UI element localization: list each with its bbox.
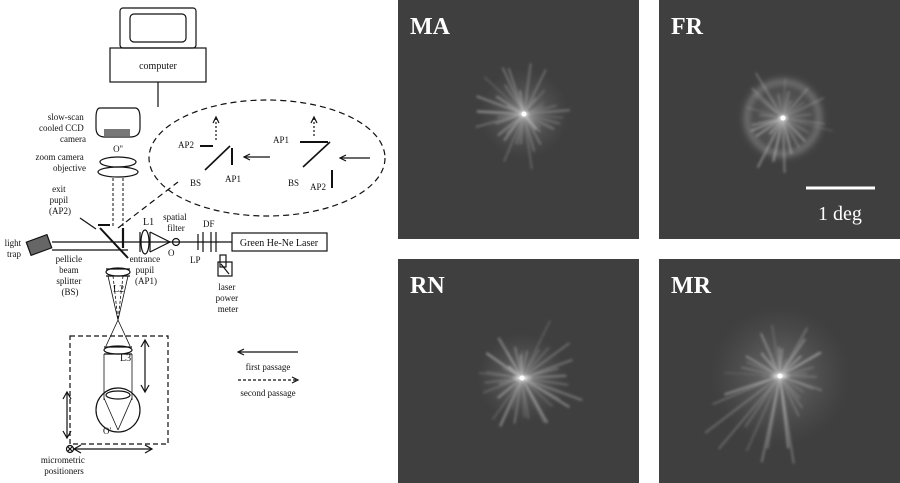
camera-label-3: camera: [60, 134, 86, 144]
scale-bar-label: 1 deg: [818, 203, 862, 225]
entrance-pupil-label-2: pupil: [136, 265, 155, 275]
psf-panel-rn: RN: [398, 259, 639, 483]
power-meter-icon: [217, 261, 233, 277]
filter-point-label: O: [168, 248, 175, 258]
camera-label-2: cooled CCD: [39, 123, 84, 133]
spatial-filter-label-1: spatial: [163, 212, 187, 222]
panel-label: RN: [410, 273, 445, 299]
inset-ellipse: [148, 99, 386, 217]
entrance-pupil-label-1: entrance: [130, 254, 160, 264]
power-meter-label-2: power: [216, 293, 239, 303]
positioner-knob-icon: [65, 444, 75, 454]
spatial-filter-label-2: filter: [167, 223, 185, 233]
exit-pupil-label-2: pupil: [50, 195, 69, 205]
laser-box: [231, 232, 328, 252]
eye-stage-frame: [69, 335, 169, 445]
entrance-pupil-label-3: (AP1): [135, 276, 157, 286]
inset-left-ap1: AP1: [225, 174, 241, 184]
l1-label: L1: [143, 217, 154, 228]
pellicle-label-1: pellicle: [56, 254, 83, 264]
psf-panel-fr: FR: [659, 0, 900, 239]
laser-label: Green He-Ne Laser: [240, 238, 319, 249]
lens-l2-icon: [105, 267, 131, 277]
psf-panel-mr: MR: [659, 259, 900, 483]
zoom-label-2: objective: [53, 163, 86, 173]
svg-text:pellicle beam spli: pellicle beam splitter (BS): [56, 254, 85, 297]
l3-label: L3: [120, 353, 131, 364]
inset-right-config: [300, 115, 370, 188]
inset-left-config: [200, 115, 270, 171]
lp-label: LP: [190, 255, 201, 265]
pellicle-beam-splitter: [99, 227, 129, 259]
exit-pupil-label-3: (AP2): [49, 206, 71, 216]
power-meter-label-1: laser: [218, 282, 235, 292]
legend-second-label: second passage: [240, 388, 295, 398]
zoom-objective-icon: [97, 156, 139, 178]
inset-left-ap2: AP2: [178, 140, 194, 150]
micrometric-label-2: positioners: [44, 466, 84, 476]
df-label: DF: [203, 219, 215, 229]
light-trap-label-2: trap: [7, 249, 21, 259]
svg-text:exit pupil (AP2): exit pupil (AP2): [49, 184, 71, 216]
inset-left-bs: BS: [190, 178, 201, 188]
svg-text:entrance pupil (AP: entrance pupil (AP1): [130, 254, 163, 286]
camera-point-label: O'': [113, 144, 123, 154]
svg-text:light trap: light trap: [5, 238, 24, 259]
panel-label: MR: [671, 273, 712, 299]
svg-text:zoom camera objective: zoom camera objective: [36, 152, 86, 173]
psf-panels: MA FR RN MR: [398, 0, 900, 483]
camera-label-1: slow-scan: [48, 112, 84, 122]
pellicle-label-4: (BS): [61, 287, 78, 297]
zoom-label-1: zoom camera: [36, 152, 84, 162]
svg-text:laser power meter: laser power meter: [216, 282, 241, 314]
beam-pickoff: [219, 254, 227, 268]
psf-panel-ma: MA: [398, 0, 639, 239]
lens-l1-icon: [139, 229, 151, 255]
svg-text:spatial filter: spatial filter: [163, 212, 189, 233]
l2-label: L2: [113, 284, 124, 295]
spatial-filter-pinhole: [171, 237, 181, 247]
svg-text:micrometric positioners: micrometric positioners: [41, 455, 87, 476]
optical-setup-diagram: computer O'' slow-scan cooled CCD camera…: [5, 7, 386, 476]
light-trap-icon: [25, 233, 53, 257]
light-trap-label-1: light: [5, 238, 22, 248]
micrometric-label-1: micrometric: [41, 455, 85, 465]
computer-label: computer: [139, 61, 177, 72]
exit-pupil-label-1: exit: [52, 184, 66, 194]
pellicle-label-2: beam: [59, 265, 79, 275]
inset-right-ap2: AP2: [310, 182, 326, 192]
inset-right-ap1: AP1: [273, 135, 289, 145]
eye-point-label: O': [103, 426, 111, 436]
inset-callout-line: [117, 181, 179, 229]
panel-label: MA: [410, 14, 451, 40]
lens-l3-icon: [103, 345, 133, 355]
power-meter-label-3: meter: [218, 304, 239, 314]
psf-rays: [475, 63, 571, 169]
panel-label: FR: [671, 14, 704, 40]
legend-first-label: first passage: [246, 362, 291, 372]
svg-text:slow-scan cooled CCD: slow-scan cooled CCD camera: [39, 112, 86, 144]
eye-icon: [95, 387, 141, 433]
pellicle-label-3: splitter: [56, 276, 81, 286]
ccd-camera-icon: [95, 107, 141, 138]
inset-right-bs: BS: [288, 178, 299, 188]
